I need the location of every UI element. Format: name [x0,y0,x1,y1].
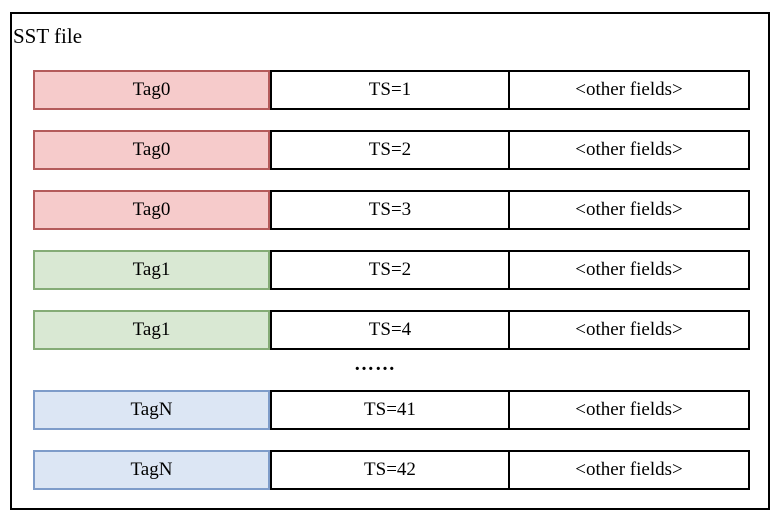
tag-cell: TagN [33,450,270,490]
record-row: Tag1 TS=4 <other fields> [33,310,750,350]
record-row: TagN TS=41 <other fields> [33,390,750,430]
timestamp-cell: TS=2 [270,250,510,290]
record-row: Tag0 TS=2 <other fields> [33,130,750,170]
record-row: TagN TS=42 <other fields> [33,450,750,490]
timestamp-cell: TS=2 [270,130,510,170]
timestamp-cell: TS=42 [270,450,510,490]
tag-cell: Tag0 [33,70,270,110]
ellipsis-more-rows: …… [354,352,396,375]
timestamp-cell: TS=1 [270,70,510,110]
tag-cell: Tag1 [33,310,270,350]
tag-cell: Tag0 [33,130,270,170]
other-fields-cell: <other fields> [508,130,750,170]
tag-cell: TagN [33,390,270,430]
other-fields-cell: <other fields> [508,450,750,490]
timestamp-cell: TS=3 [270,190,510,230]
diagram-title: SST file [13,24,83,48]
timestamp-cell: TS=4 [270,310,510,350]
tag-cell: Tag1 [33,250,270,290]
other-fields-cell: <other fields> [508,190,750,230]
other-fields-cell: <other fields> [508,70,750,110]
record-row: Tag0 TS=1 <other fields> [33,70,750,110]
other-fields-cell: <other fields> [508,250,750,290]
timestamp-cell: TS=41 [270,390,510,430]
other-fields-cell: <other fields> [508,390,750,430]
other-fields-cell: <other fields> [508,310,750,350]
record-row: Tag1 TS=2 <other fields> [33,250,750,290]
tag-cell: Tag0 [33,190,270,230]
record-row: Tag0 TS=3 <other fields> [33,190,750,230]
